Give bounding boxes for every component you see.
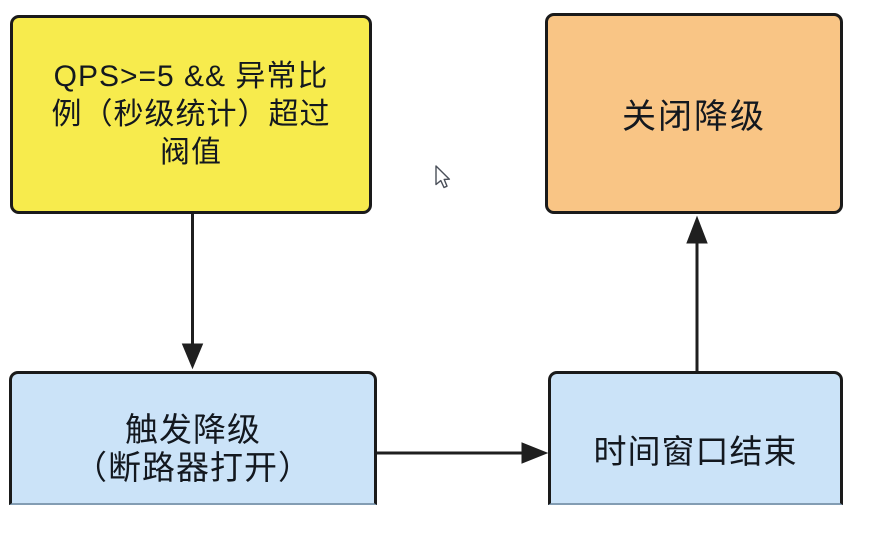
node-condition-line-3: 阀值	[160, 135, 222, 169]
node-time-window: 时间窗口结束	[548, 371, 843, 505]
node-condition-label: QPS>=5 && 异常比 例（秒级统计）超过 阀值	[13, 58, 369, 172]
node-condition-line-1: QPS>=5 && 异常比	[53, 59, 329, 93]
node-trigger-degrade: 触发降级 （断路器打开）	[9, 371, 377, 505]
node-trigger-degrade-label: 触发降级 （断路器打开）	[12, 411, 374, 487]
arrow-condition-to-trigger	[181, 214, 204, 370]
node-condition-line-2: 例（秒级统计）超过	[51, 97, 331, 131]
arrow-trigger-to-window	[377, 442, 549, 464]
node-trigger-degrade-line-1: 触发降级	[125, 410, 261, 448]
arrow-window-to-close	[686, 215, 708, 371]
node-time-window-label: 时间窗口结束	[593, 432, 798, 470]
node-close-degrade-label: 关闭降级	[622, 98, 766, 136]
node-condition: QPS>=5 && 异常比 例（秒级统计）超过 阀值	[10, 15, 372, 214]
mouse-cursor-icon	[435, 165, 451, 189]
node-close-degrade: 关闭降级	[545, 13, 843, 214]
node-trigger-degrade-line-2: （断路器打开）	[74, 448, 312, 486]
